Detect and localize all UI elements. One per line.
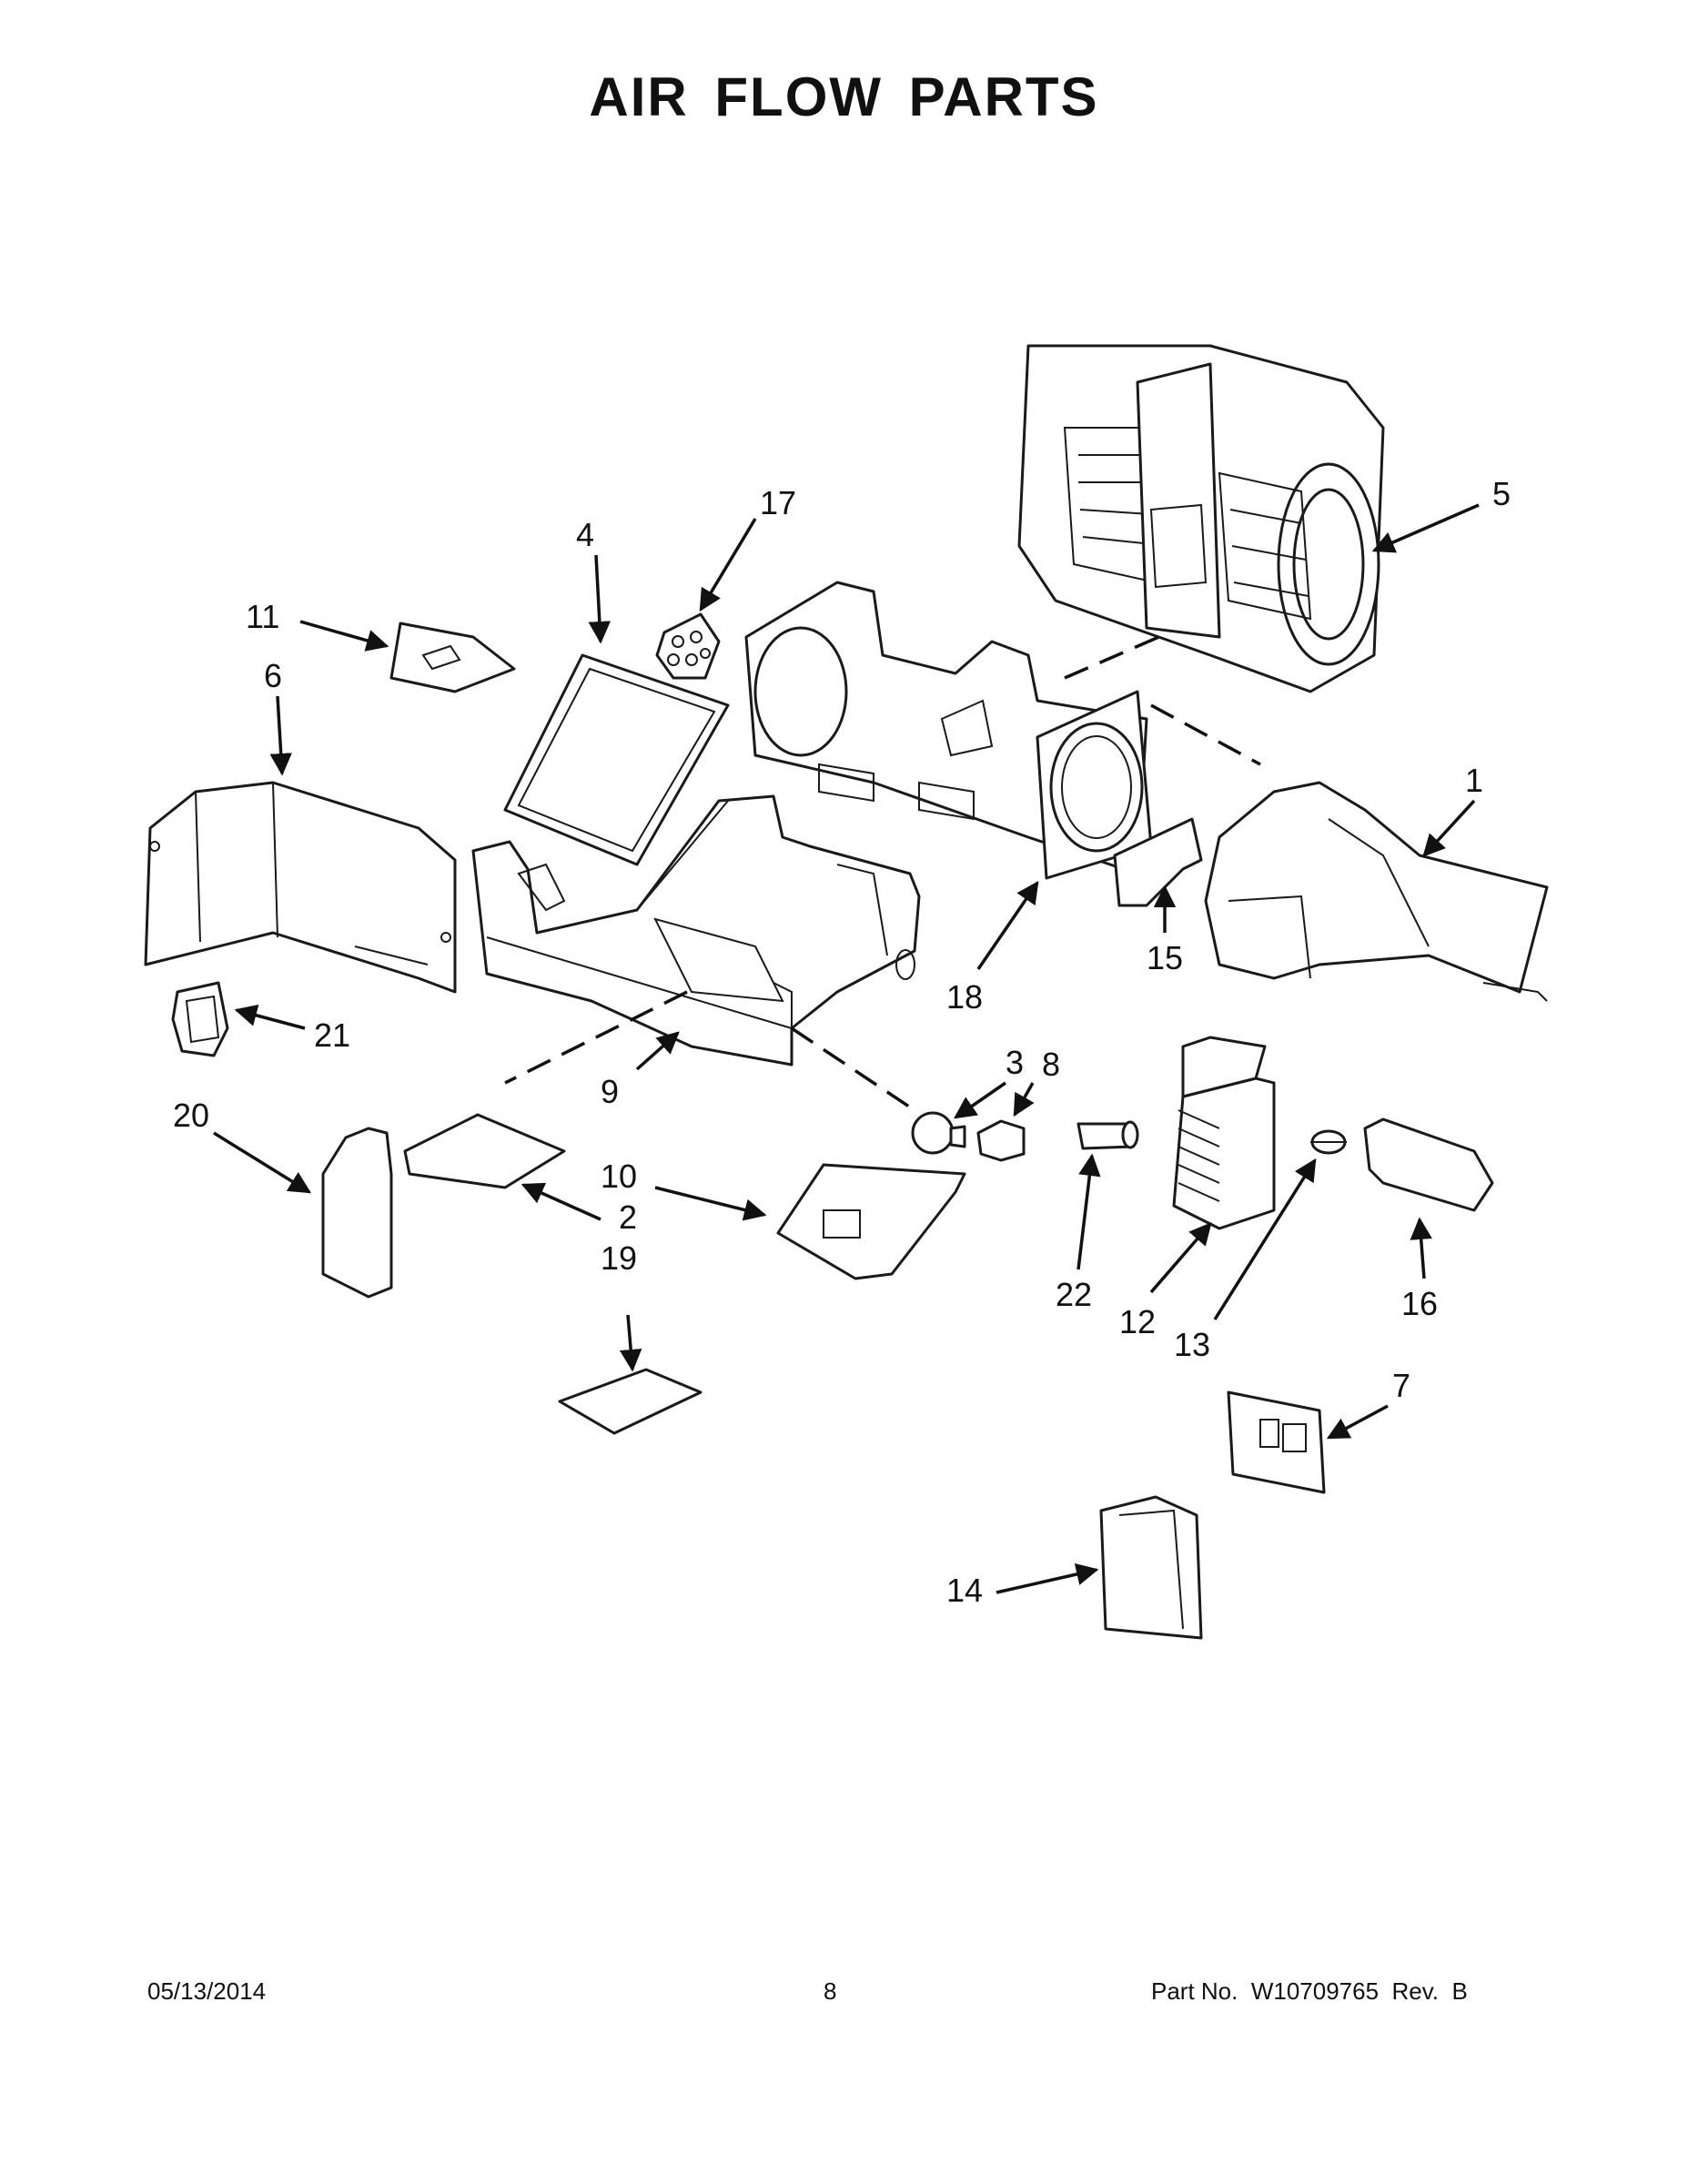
- callout-20: 20: [173, 1097, 209, 1134]
- tube-part-22: [1076, 1120, 1139, 1150]
- base-housing-part-9: [471, 794, 921, 1067]
- blower-motor-assembly: [1017, 344, 1385, 693]
- callout-18: 18: [946, 978, 983, 1016]
- plate-part-19: [558, 1368, 702, 1435]
- callout-leaders: [213, 503, 1480, 1594]
- bracket-part-21: [171, 981, 229, 1057]
- callout-17: 17: [760, 484, 796, 521]
- callout-9: 9: [601, 1073, 619, 1110]
- callout-2: 2: [619, 1198, 637, 1236]
- callout-12: 12: [1119, 1303, 1156, 1340]
- callout-14: 14: [946, 1572, 983, 1609]
- bottom-plate-part-10: [776, 1163, 966, 1280]
- callout-11: 11: [246, 598, 279, 635]
- footer-part-number: Part No. W10709765 Rev. B: [1151, 1977, 1468, 2005]
- callout-7: 7: [1392, 1367, 1410, 1404]
- thermostat-part-13: [1310, 1129, 1347, 1155]
- callout-6: 6: [264, 657, 282, 694]
- callout-3: 3: [1006, 1044, 1024, 1081]
- callout-4: 4: [576, 516, 594, 553]
- callout-19: 19: [601, 1239, 637, 1277]
- callout-10: 10: [601, 1158, 637, 1195]
- filter-frame-part-4: [503, 653, 730, 866]
- callout-21: 21: [314, 1016, 350, 1054]
- stand-part-14: [1099, 1495, 1203, 1640]
- callout-13: 13: [1174, 1326, 1210, 1363]
- callout-labels: 5 17 4 11 6 1 15 18 21 9 3 8 20 10 2 19 …: [173, 475, 1511, 1609]
- damper-part-17: [655, 612, 721, 680]
- cover-plate-part-2: [403, 1113, 566, 1189]
- duct-part-1: [1204, 781, 1549, 1002]
- lamp-socket-part-8: [976, 1119, 1026, 1162]
- footer-date: 05/13/2014: [147, 1977, 267, 2005]
- side-cover-part-6: [144, 781, 457, 994]
- lamp-part-3: [911, 1111, 966, 1155]
- callout-16: 16: [1401, 1285, 1438, 1322]
- control-plate-part-7: [1227, 1390, 1326, 1494]
- page-title: AIR FLOW PARTS: [589, 66, 1099, 127]
- plate-part-11: [389, 622, 516, 693]
- transformer-part-12: [1172, 1036, 1276, 1230]
- callout-8: 8: [1042, 1046, 1060, 1083]
- footer-page-number: 8: [824, 1977, 837, 2005]
- plate-part-15: [1113, 817, 1203, 907]
- callout-15: 15: [1147, 939, 1183, 976]
- bracket-plate-part-16: [1363, 1117, 1494, 1212]
- assembly-dash-lines: [504, 631, 1261, 1112]
- callout-5: 5: [1492, 475, 1511, 512]
- side-bracket-part-20: [321, 1127, 393, 1299]
- callout-1: 1: [1465, 762, 1483, 799]
- callout-22: 22: [1056, 1276, 1092, 1313]
